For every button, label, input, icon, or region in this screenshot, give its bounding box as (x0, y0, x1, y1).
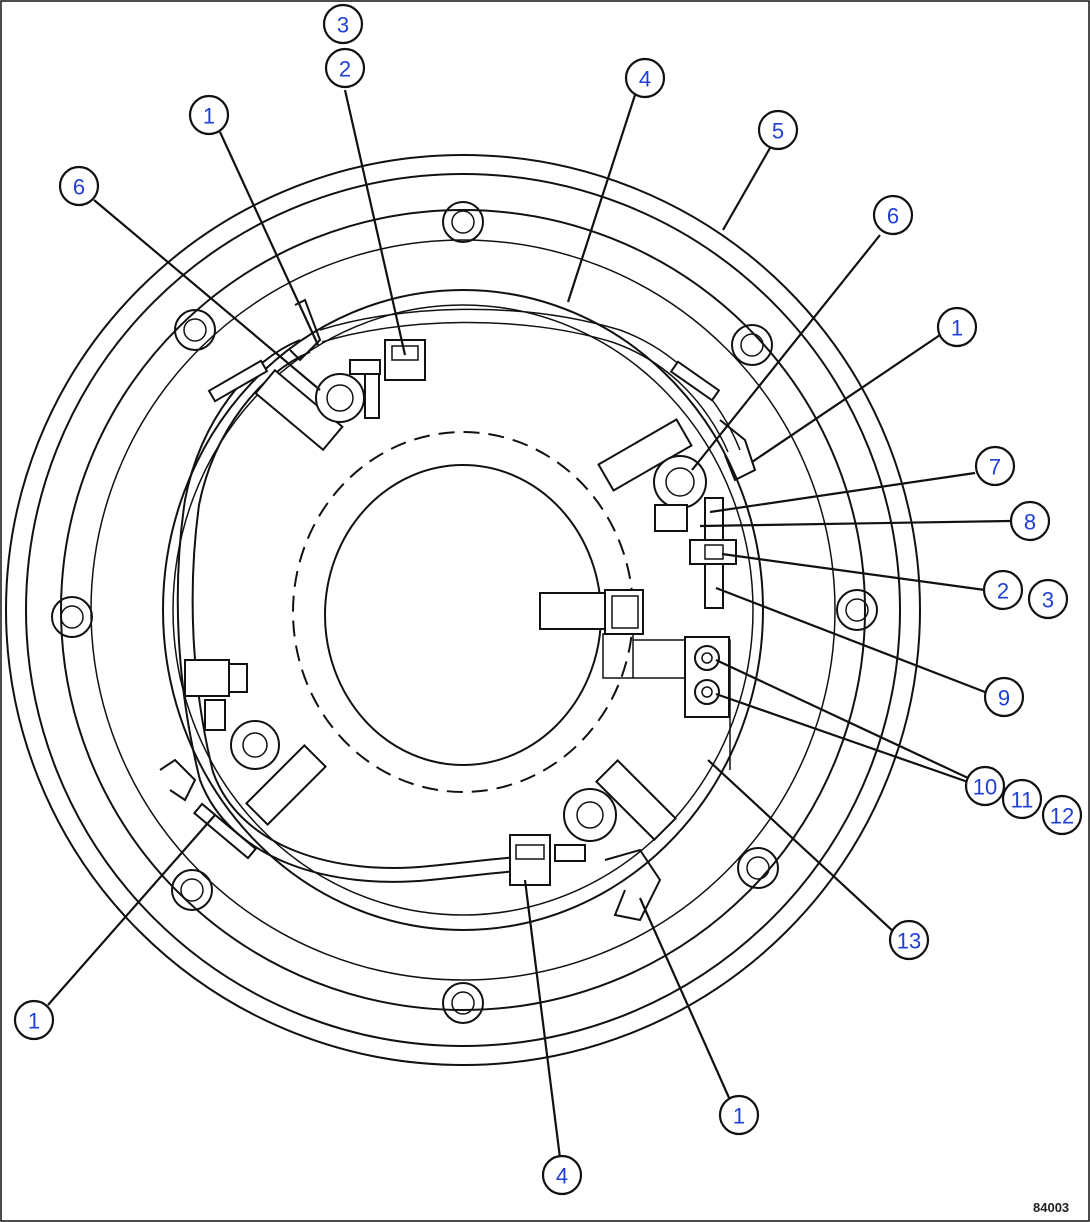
callout-3: 3 (322, 3, 364, 45)
callout-label: 1 (951, 316, 963, 341)
callout-6: 6 (872, 194, 914, 236)
callout-label: 4 (556, 1164, 568, 1189)
callout-label: 5 (772, 119, 784, 144)
callout-circle (888, 919, 930, 961)
callout-9: 9 (983, 676, 1025, 718)
figure-id: 84003 (1033, 1200, 1069, 1215)
callout-1: 1 (718, 1094, 760, 1136)
callout-circle (188, 94, 230, 136)
callout-circle (1009, 500, 1051, 542)
callout-label: 4 (639, 67, 651, 92)
callout-label: 6 (73, 175, 85, 200)
callout-circle (872, 194, 914, 236)
callout-circle (322, 3, 364, 45)
callout-circle (983, 676, 1025, 718)
callout-label: 11 (1011, 788, 1034, 813)
callout-label: 6 (887, 204, 899, 229)
callout-3: 3 (1027, 578, 1069, 620)
callout-6: 6 (58, 165, 100, 207)
callout-2: 2 (324, 47, 366, 89)
bolt-holes (51, 201, 878, 1024)
center-actuator (539, 589, 731, 770)
callout-circle (1001, 778, 1043, 820)
shoe-assembly-top-left (207, 298, 426, 452)
callout-circle (974, 445, 1016, 487)
shoe-assembly-bottom (509, 758, 678, 922)
callout-5: 5 (757, 109, 799, 151)
callout-label: 2 (339, 57, 351, 82)
flywheel-rings (5, 154, 921, 1066)
callout-circle (58, 165, 100, 207)
callout-label: 1 (733, 1104, 745, 1129)
callout-circle (324, 47, 366, 89)
callout-circle (1041, 794, 1083, 836)
callout-label: 9 (998, 686, 1010, 711)
callout-10: 10 (964, 765, 1006, 807)
callout-label: 12 (1050, 804, 1074, 829)
callout-4: 4 (541, 1154, 583, 1196)
callout-circle (964, 765, 1006, 807)
callout-11: 11 (1001, 778, 1043, 820)
callout-circle (757, 109, 799, 151)
callout-circle (624, 57, 666, 99)
callout-label: 1 (28, 1009, 40, 1034)
callout-label: 3 (1042, 588, 1054, 613)
callout-8: 8 (1009, 500, 1051, 542)
callout-circle (982, 569, 1024, 611)
callout-1: 1 (188, 94, 230, 136)
callout-7: 7 (974, 445, 1016, 487)
callout-2: 2 (982, 569, 1024, 611)
callout-13: 13 (888, 919, 930, 961)
callout-label: 10 (973, 775, 997, 800)
callout-label: 13 (897, 929, 921, 954)
callout-1: 1 (13, 999, 55, 1041)
shoe-assembly-top-right (597, 360, 757, 609)
callout-circle (718, 1094, 760, 1136)
callout-label: 3 (337, 13, 349, 38)
callout-circle (541, 1154, 583, 1196)
callout-label: 7 (989, 455, 1001, 480)
callout-circle (936, 306, 978, 348)
callout-circle (13, 999, 55, 1041)
callout-label: 8 (1024, 510, 1036, 535)
callout-label: 2 (997, 579, 1009, 604)
callout-1: 1 (936, 306, 978, 348)
leader-lines (47, 89, 1011, 1159)
callout-circle (1027, 578, 1069, 620)
callout-label: 1 (203, 104, 215, 129)
shoe-assembly-left (159, 659, 328, 860)
callout-4: 4 (624, 57, 666, 99)
callout-12: 12 (1041, 794, 1083, 836)
